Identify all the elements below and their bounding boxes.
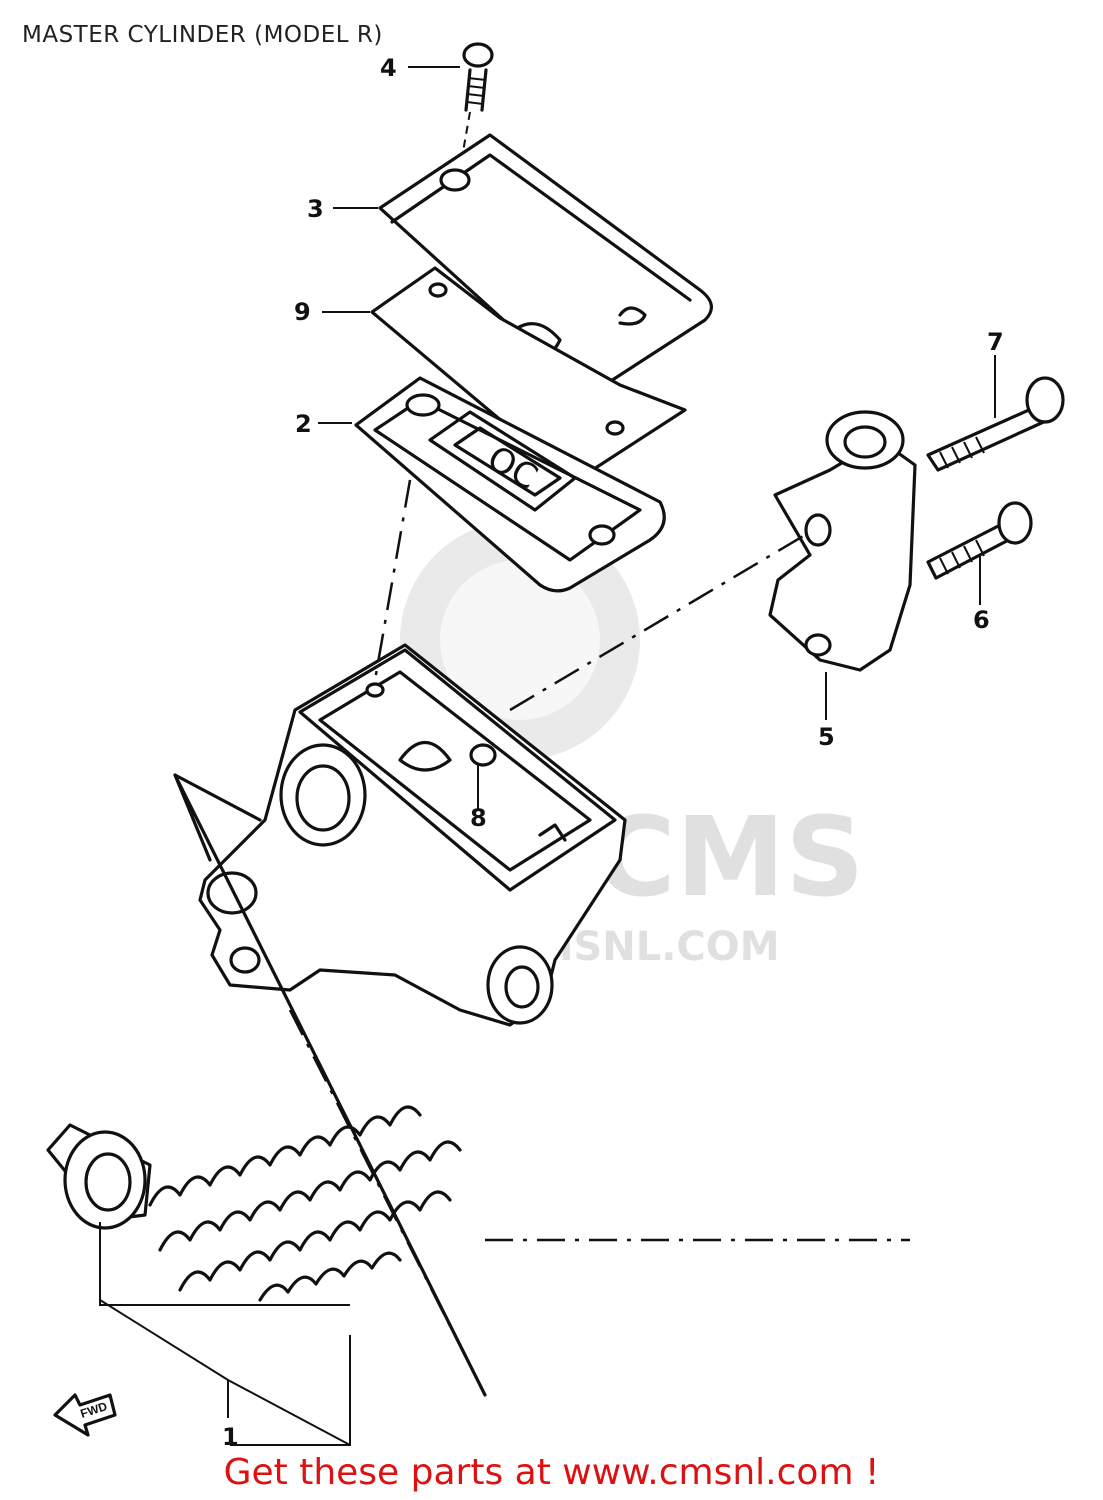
callout-6: 6 <box>973 606 990 634</box>
callout-3: 3 <box>307 195 324 223</box>
callout-labels: 1 2 3 4 5 6 7 8 9 <box>222 54 1004 1451</box>
part-2-diaphragm[interactable]: OC <box>354 376 666 593</box>
part-8-reservoir-plug[interactable] <box>469 743 497 800</box>
callout-9: 9 <box>294 298 311 326</box>
watermark-brand: CMS <box>595 793 864 921</box>
assembly-center-lines <box>173 479 910 1397</box>
callout-1: 1 <box>222 1423 239 1451</box>
footer-cta[interactable]: Get these parts at www.cmsnl.com ! <box>223 1452 880 1493</box>
callout-7: 7 <box>987 328 1004 356</box>
callout-4: 4 <box>380 54 397 82</box>
part-7-bolt-upper[interactable] <box>926 376 1065 472</box>
fwd-direction-arrow: FWD <box>53 1393 117 1437</box>
part-4-screw[interactable] <box>457 42 494 181</box>
callout-5: 5 <box>818 723 835 751</box>
callout-8: 8 <box>470 804 487 832</box>
callout-2: 2 <box>295 410 312 438</box>
diagram-title: MASTER CYLINDER (MODEL R) <box>22 22 383 48</box>
master-cylinder-body[interactable] <box>198 643 627 1027</box>
callout-leaders <box>99 66 996 1446</box>
part-5-holder-clamp[interactable] <box>768 410 917 672</box>
part-1-piston-spring[interactable] <box>46 1105 462 1302</box>
part-6-bolt-lower[interactable] <box>926 501 1033 580</box>
